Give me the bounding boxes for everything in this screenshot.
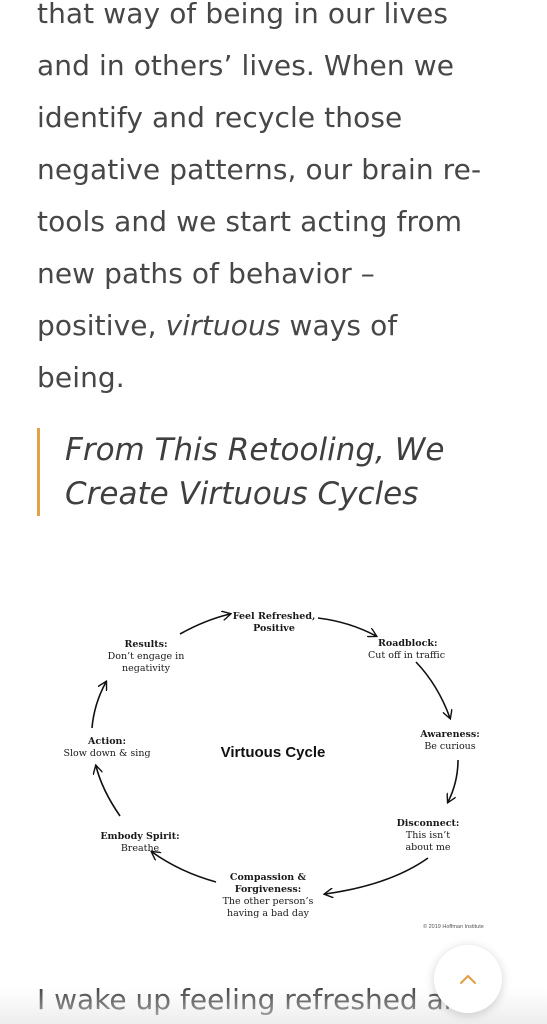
- node-title: Embody Spirit:: [100, 831, 179, 842]
- chevron-up-icon: [459, 974, 477, 985]
- arrow-awareness-to-disconnect: [448, 759, 459, 802]
- node-desc: This isn’t: [406, 830, 450, 841]
- node-awareness: Awareness: Be curious: [419, 729, 480, 752]
- node-title: Forgiveness:: [235, 884, 302, 895]
- arrow-action-to-results: [91, 682, 106, 729]
- node-title: Results:: [124, 639, 167, 650]
- paragraph-line: being.: [37, 361, 125, 394]
- node-desc: negativity: [122, 663, 171, 674]
- paragraph-line: new paths of behavior –: [37, 257, 375, 290]
- emphasis-text: virtuous: [165, 309, 281, 342]
- node-embody-spirit: Embody Spirit: Breathe: [100, 831, 179, 854]
- node-desc: Be curious: [424, 741, 475, 752]
- scroll-to-top-button[interactable]: [434, 945, 502, 1013]
- node-title: Disconnect:: [397, 818, 460, 829]
- arrow-feel-to-roadblock: [317, 617, 376, 636]
- node-desc: Breathe: [121, 843, 160, 854]
- quote-line: Create Virtuous Cycles: [65, 476, 419, 512]
- copyright-text: © 2019 Hoffman Institute: [423, 923, 484, 930]
- paragraph-line: positive, virtuous ways of: [37, 300, 527, 352]
- node-roadblock: Roadblock: Cut off in traffic: [368, 638, 445, 661]
- diagram-svg: Feel Refreshed, Positive Roadblock: Cut …: [63, 590, 484, 930]
- paragraph-text: positive,: [37, 309, 166, 342]
- paragraph-line: that way of being in our lives: [37, 0, 449, 30]
- node-action: Action: Slow down & sing: [63, 736, 150, 759]
- virtuous-cycle-diagram: Feel Refreshed, Positive Roadblock: Cut …: [40, 590, 510, 940]
- pull-quote: From This Retooling, We Create Virtuous …: [37, 428, 527, 516]
- paragraph-text: ways of: [280, 309, 398, 342]
- node-feel-refreshed: Feel Refreshed, Positive: [233, 611, 316, 634]
- arrow-disconnect-to-compassion: [325, 857, 429, 894]
- node-title: Compassion &: [230, 872, 307, 883]
- paragraph-line: tools and we start acting from: [37, 205, 463, 238]
- paragraph-line: negative patterns, our brain re-: [37, 153, 482, 186]
- node-compassion: Compassion & Forgiveness: The other pers…: [223, 872, 314, 919]
- quote-line: From This Retooling, We: [65, 432, 445, 468]
- node-desc: The other person’s: [223, 896, 314, 907]
- paragraph-line: and in others’ lives. When we: [37, 49, 455, 82]
- node-title: Awareness:: [419, 729, 480, 740]
- article-paragraph: that way of being in our lives and in ot…: [37, 0, 527, 404]
- node-desc: about me: [405, 842, 450, 853]
- node-desc: Don’t engage in: [108, 651, 185, 662]
- paragraph-line: identify and recycle those: [37, 101, 403, 134]
- node-disconnect: Disconnect: This isn’t about me: [397, 818, 460, 853]
- node-desc: Cut off in traffic: [368, 650, 445, 661]
- node-results: Results: Don’t engage in negativity: [108, 639, 185, 674]
- node-title: Action:: [87, 736, 126, 747]
- arrow-roadblock-to-awareness: [415, 661, 450, 718]
- arrow-compassion-to-embody: [152, 852, 217, 883]
- arrow-results-to-feel: [179, 614, 230, 635]
- next-paragraph: I wake up feeling refreshed and: [37, 983, 480, 1016]
- node-title: Roadblock:: [378, 638, 438, 649]
- node-desc: Slow down & sing: [63, 748, 150, 759]
- node-title: Feel Refreshed,: [233, 611, 316, 622]
- node-title: Positive: [253, 623, 295, 634]
- diagram-center-label: Virtuous Cycle: [221, 744, 326, 761]
- arrow-embody-to-action: [96, 766, 121, 817]
- cycle-arrows: [91, 614, 459, 894]
- node-desc: having a bad day: [227, 908, 310, 919]
